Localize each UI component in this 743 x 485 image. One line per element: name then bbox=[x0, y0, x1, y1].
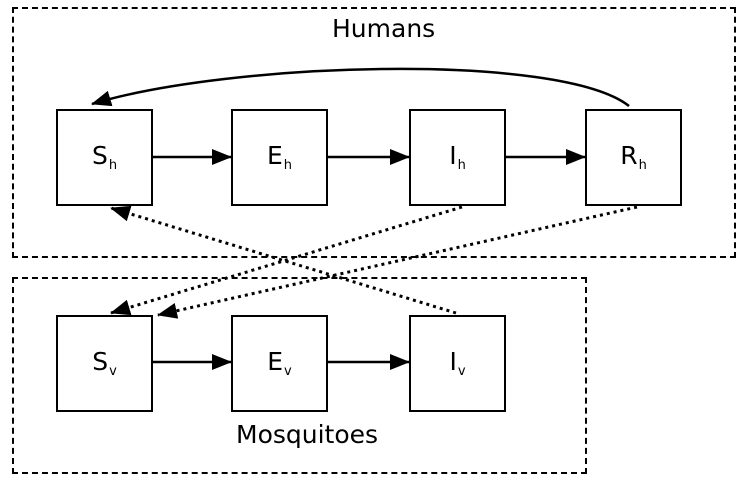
node-eh-main: E bbox=[266, 141, 283, 170]
node-label-iv: Iv bbox=[449, 349, 465, 378]
node-label-rh: Rh bbox=[620, 143, 647, 172]
node-rh-sub: h bbox=[638, 158, 647, 173]
node-exposed-humans: Eh bbox=[231, 109, 328, 206]
node-susceptible-humans: Sh bbox=[56, 109, 153, 206]
humans-group-label: Humans bbox=[332, 14, 436, 43]
node-susceptible-mosquitoes: Sv bbox=[56, 315, 153, 412]
node-sh-main: S bbox=[91, 141, 108, 170]
arrow-ih-to-sv-dotted bbox=[110, 205, 463, 316]
node-label-ih: Ih bbox=[449, 143, 466, 172]
node-label-sv: Sv bbox=[92, 349, 117, 378]
node-ev-sub: v bbox=[284, 364, 292, 379]
node-rh-main: R bbox=[620, 141, 638, 170]
node-label-ev: Ev bbox=[267, 349, 292, 378]
node-sh-sub: h bbox=[108, 158, 118, 173]
node-label-eh: Eh bbox=[267, 143, 292, 172]
mosquitoes-group-box bbox=[12, 277, 587, 474]
node-ih-main: I bbox=[449, 141, 457, 170]
humans-group-box bbox=[12, 7, 736, 258]
arrow-rh-to-sv-dotted bbox=[157, 205, 638, 319]
node-iv-sub: v bbox=[457, 364, 466, 379]
node-iv-main: I bbox=[449, 347, 457, 376]
mosquitoes-group-label: Mosquitoes bbox=[236, 420, 379, 449]
node-exposed-mosquitoes: Ev bbox=[231, 315, 328, 412]
arrow-rh-to-sh-curve bbox=[91, 67, 630, 107]
node-eh-sub: h bbox=[283, 158, 293, 173]
node-recovered-humans: Rh bbox=[585, 109, 682, 206]
node-sv-sub: v bbox=[109, 364, 117, 379]
node-ev-main: E bbox=[267, 347, 284, 376]
node-label-sh: Sh bbox=[92, 143, 117, 172]
node-infected-humans: Ih bbox=[409, 109, 506, 206]
node-infected-mosquitoes: Iv bbox=[409, 315, 506, 412]
node-sv-main: S bbox=[92, 347, 109, 376]
node-ih-sub: h bbox=[457, 158, 466, 173]
